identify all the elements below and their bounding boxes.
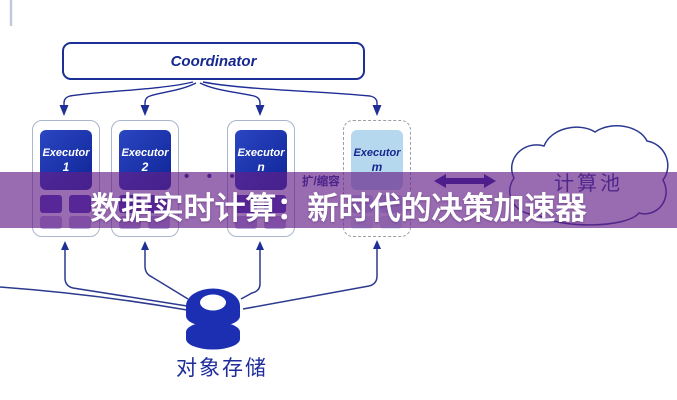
storage-connector-lines	[0, 248, 378, 311]
up-arrowhead-icons	[61, 240, 381, 250]
storage-cylinder-icon	[186, 288, 240, 350]
executor-m-id: m	[371, 159, 383, 174]
down-arrowhead-icons	[59, 105, 382, 116]
coordinator-box: Coordinator	[62, 42, 365, 80]
headline-banner	[0, 172, 677, 228]
executor-n-label: Executor	[237, 146, 285, 159]
coordinator-fan-arrows	[63, 81, 378, 106]
headline-title: 数据实时计算：新时代的决策加速器	[90, 191, 587, 226]
executor-1-id: 1	[62, 159, 70, 174]
executor-2-label: Executor	[121, 146, 169, 159]
executor-1-label: Executor	[42, 146, 90, 159]
object-storage-label: 对象存储	[176, 357, 268, 380]
executor-2-id: 2	[141, 159, 149, 174]
coordinator-label: Coordinator	[170, 52, 257, 70]
executor-n-id: n	[257, 159, 265, 174]
executor-m-label: Executor	[353, 146, 401, 159]
